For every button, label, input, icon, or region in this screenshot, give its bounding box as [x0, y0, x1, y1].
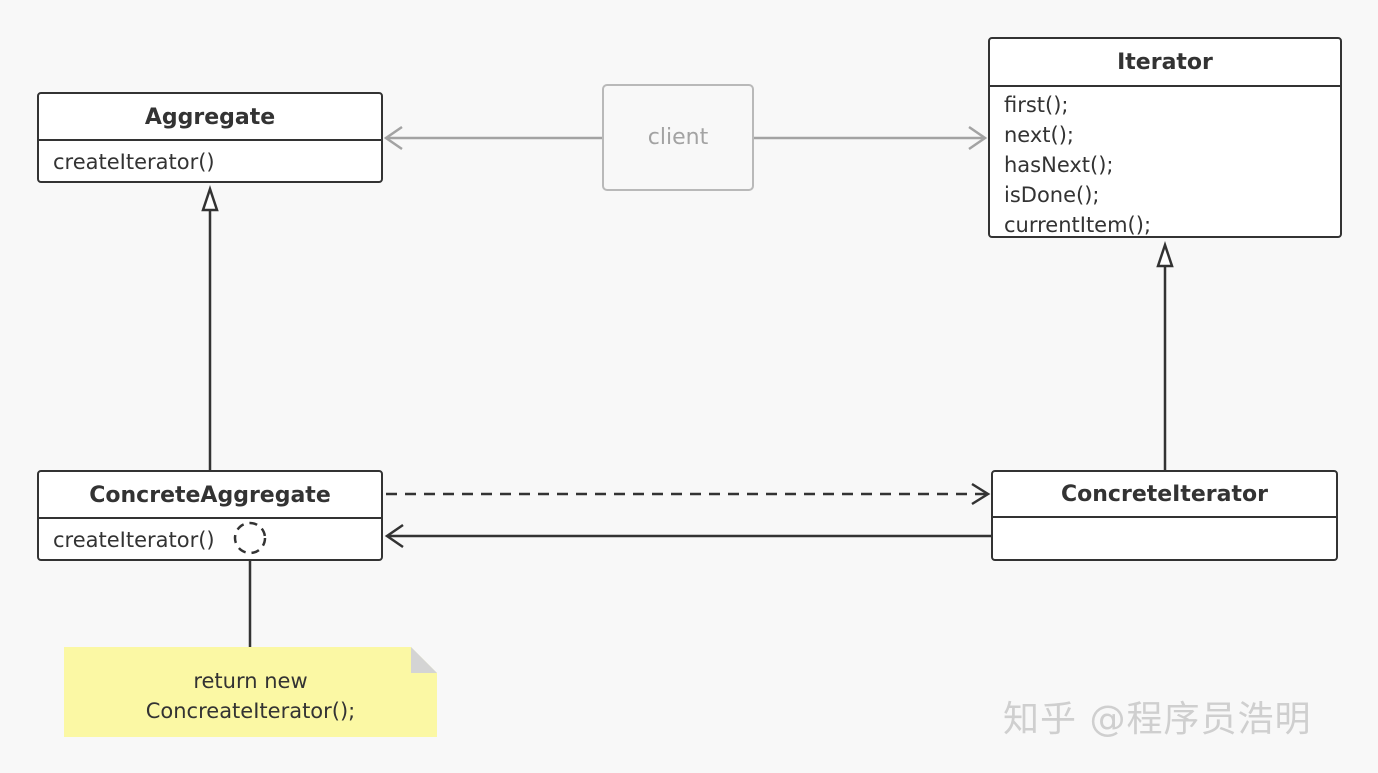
- class-iterator-methods: first(); next(); hasNext(); isDone(); cu…: [990, 87, 1340, 237]
- code-note[interactable]: return new ConcreateIterator();: [64, 647, 437, 737]
- class-concrete-aggregate-name: ConcreteAggregate: [39, 472, 381, 519]
- client-label: client: [647, 125, 709, 150]
- class-concrete-aggregate[interactable]: ConcreteAggregate createIterator(): [37, 470, 383, 561]
- iterator-inheritance-triangle: [1156, 241, 1174, 268]
- client-to-aggregate-arrowhead: [383, 125, 403, 151]
- creates-dependency-arrowhead: [971, 482, 991, 506]
- class-concrete-aggregate-methods: createIterator(): [39, 519, 381, 555]
- note-line-1: return new: [193, 669, 308, 693]
- note-line-2: ConcreateIterator();: [145, 699, 356, 723]
- method-has-next: hasNext();: [1004, 153, 1114, 177]
- watermark-text: 知乎 @程序员浩明: [1003, 699, 1312, 740]
- method-create-iterator: createIterator(): [53, 150, 215, 174]
- client-to-iterator-arrowhead: [968, 125, 988, 151]
- association-arrowhead: [384, 523, 404, 549]
- class-aggregate[interactable]: Aggregate createIterator(): [37, 92, 383, 183]
- class-aggregate-methods: createIterator(): [39, 141, 381, 177]
- method-create-iterator: createIterator(): [53, 528, 215, 552]
- class-iterator-name: Iterator: [990, 39, 1340, 87]
- client-box[interactable]: client: [602, 84, 754, 191]
- method-first: first();: [1004, 93, 1069, 117]
- method-current-item: currentItem();: [1004, 213, 1152, 237]
- method-next: next();: [1004, 123, 1074, 147]
- class-concrete-iterator[interactable]: ConcreteIterator: [991, 470, 1338, 561]
- class-aggregate-name: Aggregate: [39, 94, 381, 141]
- aggregate-inheritance-triangle: [201, 185, 219, 212]
- class-concrete-iterator-name: ConcreteIterator: [993, 472, 1336, 518]
- method-is-done: isDone();: [1004, 183, 1100, 207]
- class-iterator[interactable]: Iterator first(); next(); hasNext(); isD…: [988, 37, 1342, 238]
